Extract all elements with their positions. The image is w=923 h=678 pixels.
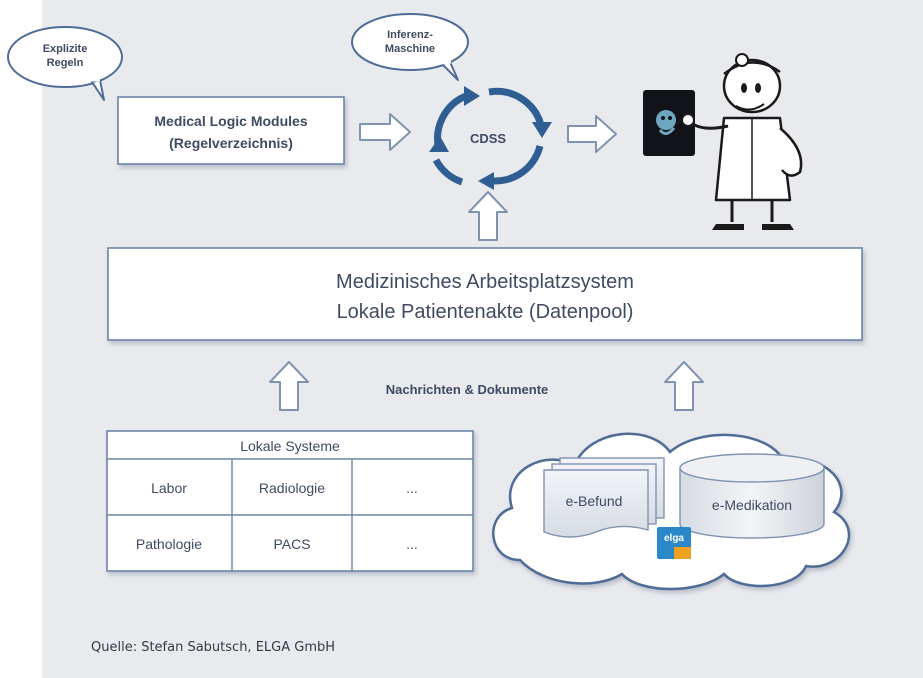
e-befund-label: e-Befund xyxy=(566,493,623,509)
messages-documents-label: Nachrichten & Dokumente xyxy=(386,382,549,397)
mlm-line2: (Regelverzeichnis) xyxy=(169,135,293,151)
arrow-up-icon xyxy=(468,191,508,241)
mlm-line1: Medical Logic Modules xyxy=(154,113,307,129)
arrow-up-icon xyxy=(664,361,704,411)
main-system-line1: Medizinisches Arbeitsplatzsystem xyxy=(336,271,634,293)
arrow-right-icon xyxy=(567,115,617,153)
table-cell: PACS xyxy=(273,536,310,552)
explicit-rules-bubble: Explizite Regeln xyxy=(7,26,123,101)
doctor-with-tablet-illustration xyxy=(643,53,803,230)
bubble-text-line2: Regeln xyxy=(47,57,84,69)
cdss-label: CDSS xyxy=(470,131,506,146)
bubble-text-line2: Maschine xyxy=(385,43,435,55)
main-system-line2: Lokale Patientenakte (Datenpool) xyxy=(337,301,634,323)
bubble-text-line1: Inferenz- xyxy=(387,29,433,41)
elga-cloud: e-Befund e-Medikation elga xyxy=(492,432,851,591)
local-systems-table: Lokale Systeme Labor Radiologie ... Path… xyxy=(106,430,474,572)
local-systems-title: Lokale Systeme xyxy=(240,438,340,454)
e-medikation-label: e-Medikation xyxy=(712,497,792,513)
table-cell: Labor xyxy=(151,480,187,496)
table-cell: Radiologie xyxy=(259,480,325,496)
arrow-right-icon xyxy=(359,113,411,151)
cdss-cycle: CDSS xyxy=(429,86,552,190)
main-system-box: Medizinisches Arbeitsplatzsystem Lokale … xyxy=(107,247,863,341)
bubble-text-line1: Explizite xyxy=(43,43,88,55)
table-cell: Pathologie xyxy=(136,536,202,552)
inference-engine-bubble: Inferenz- Maschine xyxy=(351,13,469,81)
table-cell: ... xyxy=(406,480,418,496)
document-stack-icon xyxy=(543,457,665,538)
medical-logic-modules-box: Medical Logic Modules (Regelverzeichnis) xyxy=(117,96,345,165)
database-cylinder-icon xyxy=(679,453,825,539)
elga-logo: elga xyxy=(657,527,691,559)
table-cell: ... xyxy=(406,536,418,552)
source-caption: Quelle: Stefan Sabutsch, ELGA GmbH xyxy=(91,640,336,655)
arrow-up-icon xyxy=(269,361,309,411)
logo-text: elga xyxy=(664,533,684,544)
